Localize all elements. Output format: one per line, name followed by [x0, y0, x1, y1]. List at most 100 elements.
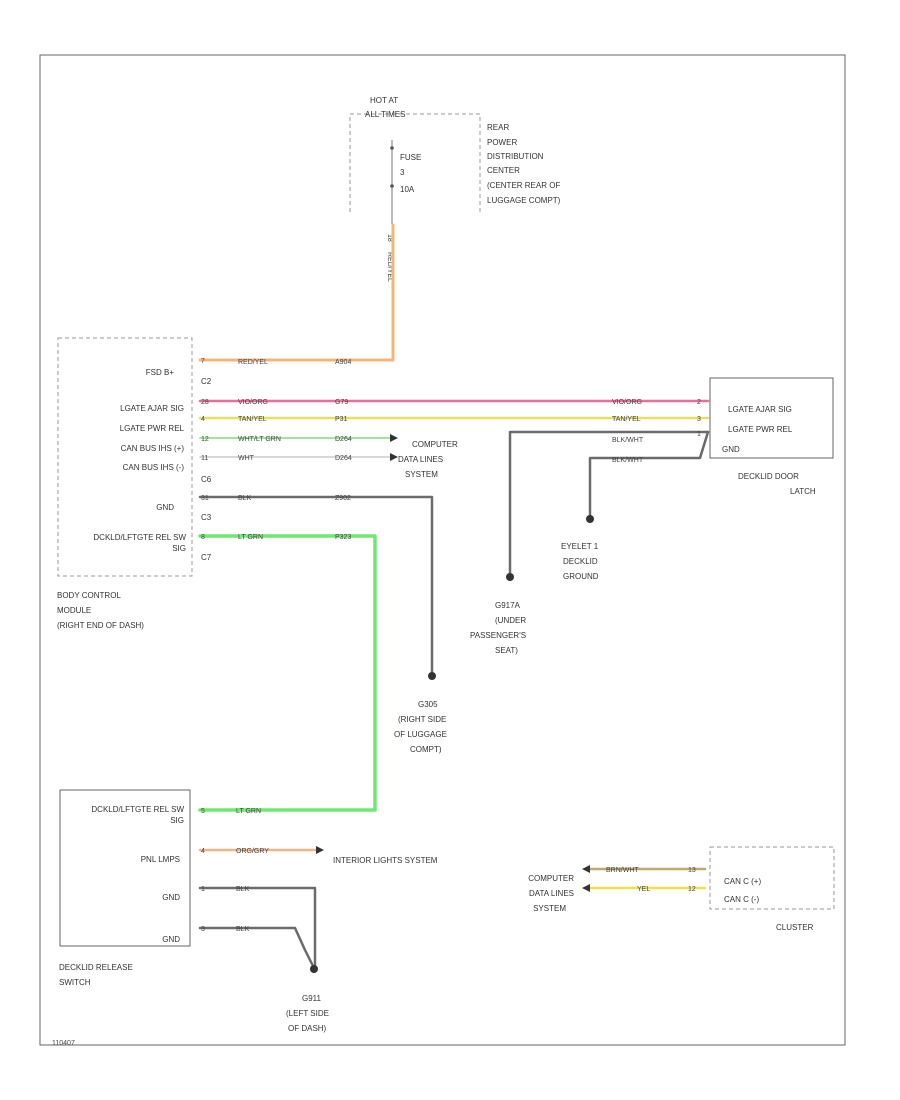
- switch-pin-num-release: 5: [201, 808, 205, 815]
- bcm-pin-num-pwr: 4: [201, 416, 205, 423]
- switch-pin-name-release-fo: DCKLD/LFTGTE REL SW SIG: [91, 805, 184, 825]
- cdl-upper-1: COMPUTER: [412, 440, 458, 449]
- latch-ground-wire-color: BLK/WHT: [612, 457, 644, 464]
- fuse-label: FUSE: [400, 153, 421, 162]
- cluster-wire-color-can-plus: BRN/WHT: [606, 867, 639, 874]
- bcm-wire-color-ajar: VIO/ORG: [238, 399, 268, 406]
- bcm-outline: [57, 337, 193, 577]
- pdc-label-5: (CENTER REAR OF: [487, 181, 560, 190]
- bcm-wire-color-can-minus: WHT: [238, 455, 255, 462]
- ground-g917a: G917A (UNDER PASSENGER'S SEAT): [470, 573, 526, 655]
- switch-label-2: SWITCH: [59, 978, 91, 987]
- bcm-label-1: BODY CONTROL: [57, 591, 121, 600]
- bcm-pin-name-release: DCKLD/LFTGTE REL SW SIG: [93, 533, 186, 553]
- wire-lt-grn-release: [198, 534, 377, 812]
- switch-pin-num-gnd-2: 3: [201, 926, 205, 933]
- g917-label-3: PASSENGER'S: [470, 631, 526, 640]
- instrument-cluster: CAN C (+) CAN C (-) 13 12 BRN/WHT YEL CO…: [528, 846, 835, 932]
- bcm-circuit-can-minus: D264: [335, 455, 352, 462]
- switch-pin-name-gnd-1: GND: [162, 893, 180, 902]
- arrow-interior-lights-icon: [316, 846, 324, 854]
- pdc-label-4: CENTER: [487, 166, 520, 175]
- latch-label-2: LATCH: [790, 487, 816, 496]
- fuse-number: 3: [400, 168, 405, 177]
- pdc-hot-at-2: ALL TIMES: [365, 110, 405, 119]
- latch-pin-pwr: 3: [697, 416, 701, 423]
- cdl-lower-2: DATA LINES: [529, 889, 574, 898]
- bcm-wire-color-pwr: TAN/YEL: [238, 416, 267, 423]
- latch-pin-gnd: 1: [697, 431, 701, 438]
- ground-g305-icon: [428, 672, 436, 680]
- bcm-pin-name-ajar: LGATE AJAR SIG: [120, 404, 184, 413]
- wire-blk-wht-latch-gnd-2: [588, 430, 710, 517]
- switch-wire-color-gnd-2: BLK: [236, 926, 250, 933]
- cluster-pin-name-can-plus: CAN C (+): [724, 877, 761, 886]
- bcm-label-2: MODULE: [57, 606, 91, 615]
- latch-outline: [709, 377, 834, 459]
- eyelet-label-3: GROUND: [563, 572, 599, 581]
- bcm-conn-c6: C6: [201, 475, 212, 484]
- bcm-pin-num-can-minus: 11: [201, 455, 208, 462]
- bcm-circuit-ajar: G79: [335, 399, 348, 406]
- bcm-pin-num-gnd: 31: [201, 495, 209, 502]
- cluster-wire-color-can-minus: YEL: [637, 886, 650, 893]
- bcm-label-3: (RIGHT END OF DASH): [57, 621, 144, 630]
- pdc-terminal: 18: [386, 234, 393, 242]
- latch-wire-color-pwr: TAN/YEL: [612, 416, 641, 423]
- switch-label-1: DECKLID RELEASE: [59, 963, 133, 972]
- eyelet-label-2: DECKLID: [563, 557, 598, 566]
- wire-blk-switch-gnd-2: [198, 926, 315, 968]
- fuse-rating: 10A: [400, 185, 415, 194]
- bcm-pin-num-can-plus: 12: [201, 436, 209, 443]
- decklid-door-latch: VIO/ORG TAN/YEL BLK/WHT BLK/WHT 2 3 1 LG…: [612, 377, 834, 496]
- rear-power-distribution-center: HOT AT ALL TIMES FUSE 3 10A REAR POWER D…: [349, 96, 561, 282]
- footer-code: 110407: [52, 1040, 75, 1047]
- bcm-pin-num-ajar: 28: [201, 399, 209, 406]
- diagram-frame: [39, 54, 846, 1046]
- switch-outline: [59, 789, 191, 947]
- switch-pin-num-gnd-1: 1: [201, 886, 205, 893]
- g305-label-3: OF LUGGAGE: [394, 730, 447, 739]
- ground-g917a-icon: [506, 573, 514, 581]
- bcm-pin-num-release: 8: [201, 534, 205, 541]
- switch-wire-color-pnl: ORG/GRY: [236, 848, 269, 855]
- wire-blk-wht-latch-gnd-1: [508, 430, 710, 575]
- cluster-outline: [709, 846, 835, 910]
- latch-pin-name-ajar: LGATE AJAR SIG: [728, 405, 792, 414]
- bcm-pin-name-can-plus: CAN BUS IHS (+): [121, 444, 185, 453]
- bcm-circuit-release: P323: [335, 534, 351, 541]
- wire-blk-bcm-gnd: [198, 495, 434, 674]
- latch-wire-color-ajar: VIO/ORG: [612, 399, 642, 406]
- decklid-release-switch: DCKLD/LFTGTE REL SW SIG PNL LMPS GND GND…: [59, 789, 438, 987]
- switch-pin-name-release: DCKLD/LFTGTE REL SW SIG: [91, 805, 184, 825]
- g917-label-4: SEAT): [495, 646, 518, 655]
- fuse-contact-top: [390, 146, 394, 150]
- ground-eyelet-icon: [586, 515, 594, 523]
- bcm-wire-color-fsd: RED/YEL: [238, 359, 268, 366]
- latch-pin-ajar: 2: [697, 399, 701, 406]
- switch-wire-color-gnd-1: BLK: [236, 886, 250, 893]
- arrow-can-c-plus-icon: [582, 865, 590, 873]
- g305-label-1: G305: [418, 700, 438, 709]
- cdl-upper-2: DATA LINES: [398, 455, 443, 464]
- arrow-can-minus-icon: [390, 453, 398, 461]
- pdc-label-6: LUGGAGE COMPT): [487, 196, 561, 205]
- g911-label-3: OF DASH): [288, 1024, 327, 1033]
- bcm-pin-name-fsd: FSD B+: [146, 368, 175, 377]
- switch-pin-name-pnl: PNL LMPS: [141, 855, 180, 864]
- g305-label-2: (RIGHT SIDE: [398, 715, 446, 724]
- switch-pin-name-gnd-2: GND: [162, 935, 180, 944]
- cluster-pin-name-can-minus: CAN C (-): [724, 895, 759, 904]
- cdl-lower-3: SYSTEM: [533, 904, 566, 913]
- pdc-label-1: REAR: [487, 123, 509, 132]
- ground-g911: G911 (LEFT SIDE OF DASH): [286, 965, 329, 1033]
- latch-pin-name-gnd: GND: [722, 445, 740, 454]
- g917-label-2: (UNDER: [495, 616, 526, 625]
- bcm-pin-name-gnd: GND: [156, 503, 174, 512]
- wire-red-yel-fsd: [198, 223, 395, 362]
- computer-data-lines-upper: COMPUTER DATA LINES SYSTEM: [390, 434, 458, 479]
- eyelet-label-1: EYELET 1: [561, 542, 599, 551]
- bcm-pin-name-pwr: LGATE PWR REL: [120, 424, 185, 433]
